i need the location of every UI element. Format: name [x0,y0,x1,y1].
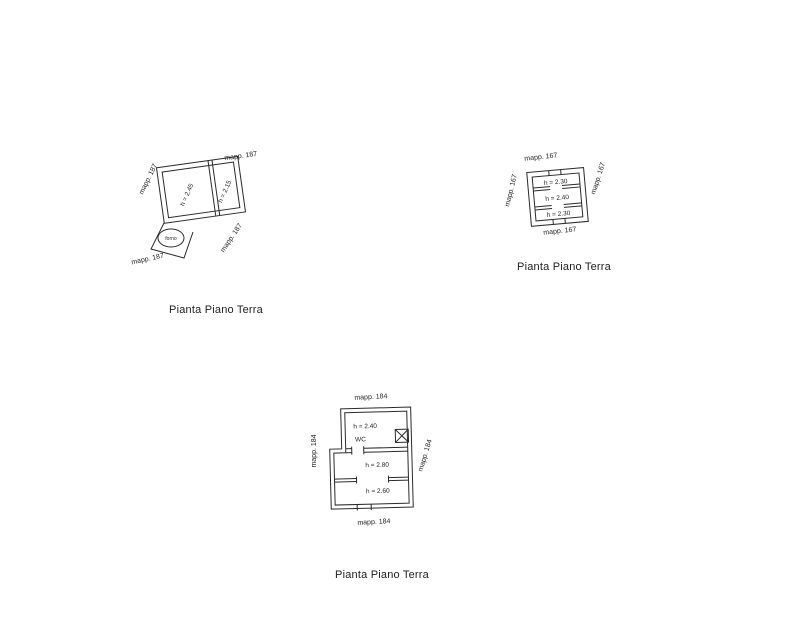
divider-wall [533,186,551,189]
oven-shape [157,228,185,248]
annex-wall [150,222,194,259]
height-label: h = 2.40 [353,423,377,431]
mapp-label-bottom-right: mapp. 187 [220,222,244,253]
floorplan-top-right-building: h = 2.30 h = 2.40 h = 2.30 [526,167,589,227]
divider-wall [207,160,217,217]
floorplan-top-right: h = 2.30 h = 2.40 h = 2.30 mapp. 167 map… [504,152,611,273]
floorplan-top-left: h = 2.45 h = 2.15 forno mapp. 187 mapp. … [131,151,264,316]
mapp-label-left: mapp. 187 [138,163,159,196]
divider-wall [561,183,580,187]
mapp-label-bottom-left: mapp. 187 [131,253,165,267]
oven-label: forno [165,236,177,242]
floorplan-bottom: h = 2.40 WC h = 2.80 h = 2.60 mapp. 184 … [311,393,434,581]
outer-wall [155,155,247,224]
plan-caption: Pianta Piano Terra [517,261,612,273]
height-label: h = 2.40 [545,194,570,203]
mapp-label-top: mapp. 187 [224,151,258,163]
wc-label: WC [355,436,366,443]
outer-wall [329,406,414,510]
outer-wall [526,167,589,227]
mapp-label-left: mapp. 167 [504,174,519,208]
divider-wall [563,205,582,208]
divider-wall [211,159,221,216]
mapp-label-right: mapp. 167 [590,162,607,196]
height-label: h = 2.30 [544,178,569,187]
divider-wall [388,476,409,479]
divider-wall [562,186,581,190]
mapp-label-bottom: mapp. 167 [543,226,577,236]
divider-wall [334,477,357,480]
window-icon [394,428,410,443]
divider-wall [533,189,551,192]
divider-wall [334,480,357,483]
height-label: h = 2.60 [366,488,390,496]
divider-wall [563,202,582,205]
mapp-label-bottom: mapp. 184 [357,518,391,527]
mapp-label-right: mapp. 184 [417,439,433,473]
divider-wall [363,446,408,449]
inner-wall [531,172,584,222]
mapp-label-top: mapp. 167 [524,152,558,162]
height-label: h = 2.15 [217,179,233,204]
divider-wall [363,450,408,453]
divider-wall [535,207,553,211]
plan-caption: Pianta Piano Terra [169,304,264,316]
height-label: h = 2.30 [546,210,571,219]
mapp-label-top: mapp. 184 [354,393,388,402]
mapp-label-left: mapp. 184 [311,434,318,467]
plan-caption: Pianta Piano Terra [335,569,430,581]
floorplan-bottom-building: h = 2.40 WC h = 2.80 h = 2.60 [329,406,414,511]
divider-wall [388,479,409,482]
height-label: h = 2.80 [365,462,389,470]
height-label: h = 2.45 [179,182,195,207]
divider-wall [534,204,552,208]
floorplan-top-left-building: h = 2.45 h = 2.15 [155,155,247,224]
inner-wall [161,161,241,219]
